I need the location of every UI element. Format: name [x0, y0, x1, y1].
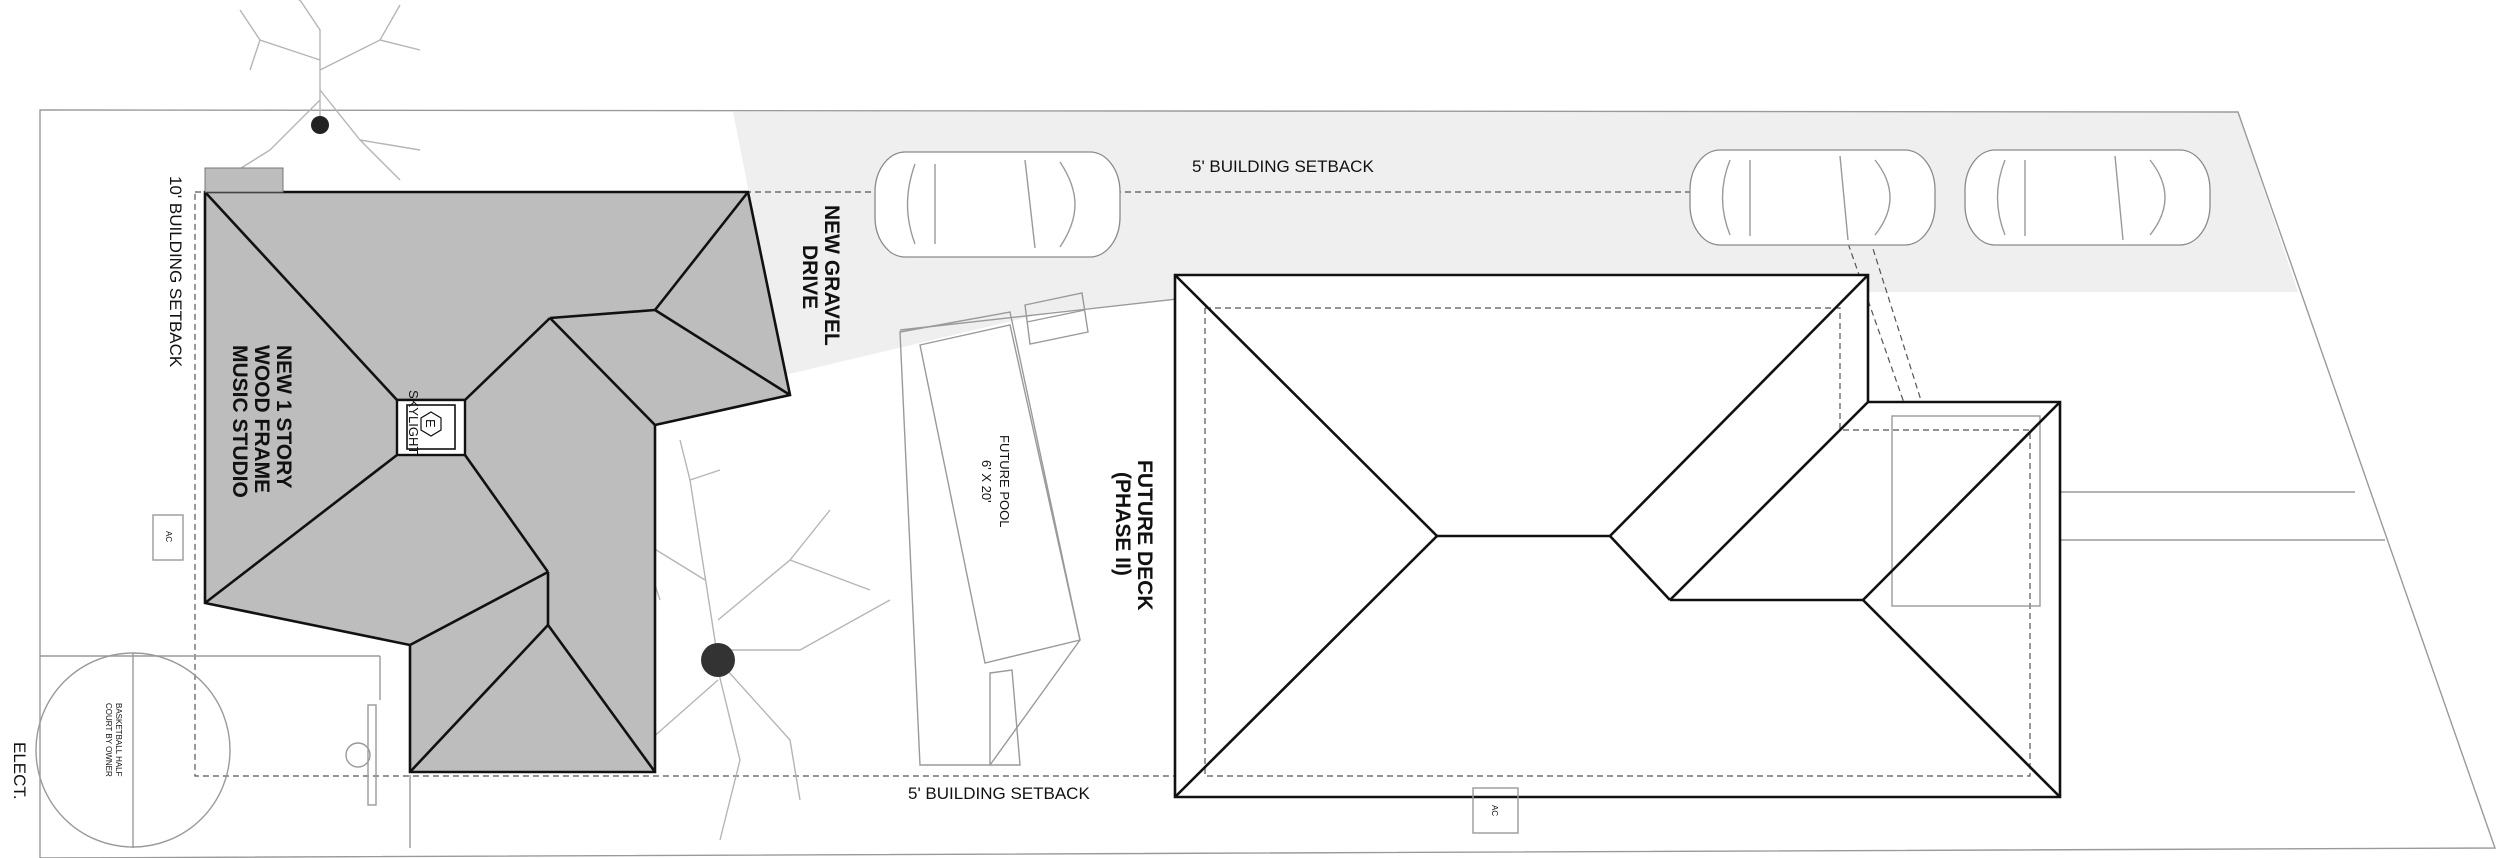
pool-label-line2: 6' X 20' — [979, 460, 994, 503]
skylight-mark: E — [423, 419, 438, 428]
skylight-label: SKYLIGHT — [406, 390, 421, 454]
studio-label-line1: NEW 1 STORY — [272, 345, 295, 489]
studio-label-line3: MUSIC STUDIO — [228, 345, 251, 498]
basketball-label-line2: COURT BY OWNER — [104, 703, 113, 777]
car — [1689, 149, 1936, 246]
basketball-label-line1: BASKETBALL HALF — [114, 703, 123, 777]
gravel-drive-label-line1: NEW GRAVEL — [820, 205, 843, 346]
property-line — [39, 109, 2496, 858]
roof-projection — [204, 167, 284, 193]
tree-middle — [619, 439, 891, 841]
elect-label: ELECT. — [10, 742, 29, 800]
future-pool — [899, 292, 1089, 766]
pool-label-line1: FUTURE POOL — [997, 435, 1012, 527]
skylight — [395, 398, 467, 457]
setback-label-top: 5' BUILDING SETBACK — [1192, 157, 1374, 176]
ac-label-bottom: AC — [1490, 805, 1499, 816]
car — [874, 151, 1121, 258]
deck-label-line2: (PHASE II) — [1111, 472, 1134, 576]
basketball-half-court — [35, 652, 411, 848]
deck-label-line1: FUTURE DECK — [1133, 460, 1156, 611]
car — [1964, 149, 2211, 246]
ac-label-left: AC — [164, 531, 173, 542]
ac-unit-bottom — [1472, 787, 1519, 834]
tree-top — [229, 0, 421, 181]
setback-label-bottom: 5' BUILDING SETBACK — [908, 784, 1090, 803]
gravel-drive-label-line2: DRIVE — [798, 245, 821, 309]
ac-unit-left — [152, 514, 184, 561]
setback-label-left: 10' BUILDING SETBACK — [166, 176, 185, 368]
future-deck-roof — [1173, 273, 2062, 799]
music-studio-roof — [203, 190, 792, 774]
studio-label-line2: WOOD FRAME — [250, 345, 273, 493]
